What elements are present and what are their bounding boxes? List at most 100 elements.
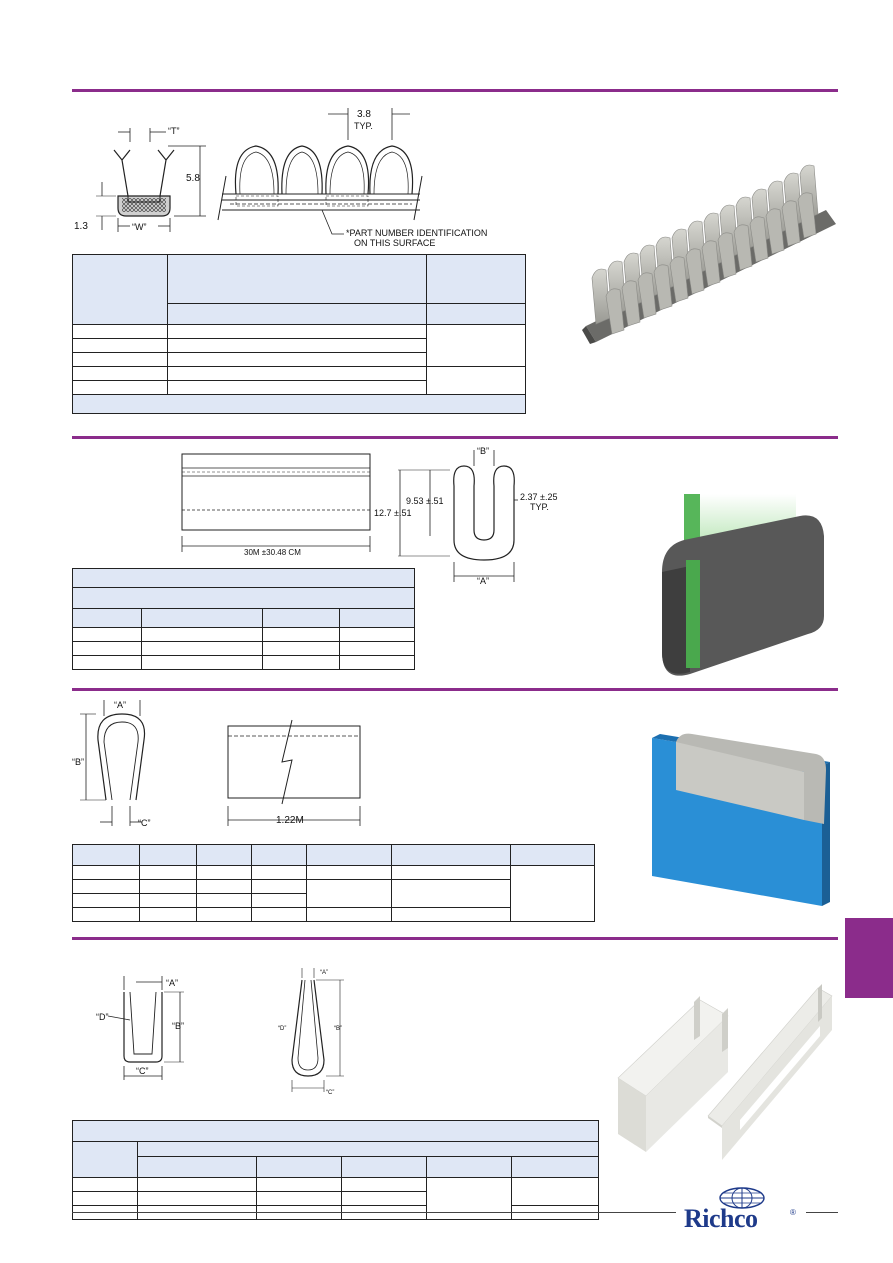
table-cell: [137, 1177, 257, 1192]
dim-pitch-label: 3.8: [357, 109, 371, 120]
table-cell: [262, 608, 340, 628]
dim-height-label: 5.8: [186, 173, 200, 184]
table-cell: [72, 608, 142, 628]
dim-c-label: “C”: [138, 818, 151, 828]
table-cell: [137, 1191, 257, 1206]
table-cell: [72, 324, 168, 339]
table-cell: [137, 1156, 257, 1178]
table-cell: [339, 627, 415, 642]
section-divider-1: [72, 89, 838, 92]
table-cell: [251, 865, 307, 880]
table-cell: [139, 879, 197, 894]
table-cell: [72, 907, 140, 922]
table-cell: [139, 893, 197, 908]
spec-table-4: [72, 1120, 599, 1220]
table-cell: [141, 608, 263, 628]
richco-logo-text: Richco: [684, 1204, 758, 1233]
table-cell: [141, 655, 263, 670]
footer-rule-left: [72, 1212, 676, 1213]
table-cell: [339, 608, 415, 628]
table-cell: [306, 879, 392, 908]
table-cell: [426, 324, 526, 367]
section-divider-3: [72, 688, 838, 691]
dim-a-small-label: “A”: [320, 970, 328, 976]
table-cell: [391, 907, 511, 922]
table-cell: [510, 865, 595, 922]
dim-b-label: “B”: [172, 1021, 184, 1031]
dim-d-small-label: “D”: [278, 1026, 287, 1032]
table-cell: [72, 352, 168, 367]
dim-t-label: “T”: [168, 126, 180, 136]
dim-b-small-label: “B”: [334, 1026, 342, 1032]
table-cell: [167, 254, 427, 304]
table-cell: [426, 254, 526, 304]
dim-outer-height-label: 12.7 ±.51: [374, 508, 412, 518]
part-id-note-2: ON THIS SURFACE: [354, 238, 436, 248]
table-cell: [72, 627, 142, 642]
dim-c-small-label: “C”: [326, 1090, 335, 1096]
dim-length-label: 30M ±30.48 CM: [244, 548, 301, 557]
section-divider-4: [72, 937, 838, 940]
table-cell: [72, 254, 168, 325]
table-cell: [167, 380, 427, 395]
dim-inner-height-label: 9.53 ±.51: [406, 496, 444, 506]
table-cell: [72, 1141, 138, 1178]
table-cell: [341, 1156, 427, 1178]
spec-table-3: [72, 844, 595, 922]
dim-a-label: “A”: [166, 978, 178, 988]
dim-pitch-typ-label: TYP.: [354, 121, 373, 131]
table-cell: [510, 844, 595, 866]
dim-b-label: “B”: [72, 757, 84, 767]
table-cell: [72, 380, 168, 395]
table-cell: [339, 655, 415, 670]
dim-length-label: 1.22M: [276, 815, 304, 826]
dim-b-label: “B”: [477, 446, 489, 456]
table-cell: [196, 865, 252, 880]
dim-w-label: “W”: [132, 222, 147, 232]
footer-rule-right: [806, 1212, 838, 1213]
section-side-tab: [845, 918, 893, 998]
table-cell: [426, 366, 526, 395]
table-cell: [72, 394, 526, 414]
table-cell: [251, 907, 307, 922]
table-cell: [167, 324, 427, 339]
dim-d-label: “D”: [96, 1012, 109, 1022]
table-cell: [306, 844, 392, 866]
registered-mark: ®: [790, 1208, 796, 1217]
table-cell: [72, 587, 415, 609]
dim-base-label: 1.3: [74, 221, 88, 232]
table-cell: [72, 1120, 599, 1142]
section-divider-2: [72, 436, 838, 439]
table-cell: [72, 893, 140, 908]
dim-a-label: “A”: [477, 576, 489, 586]
table-cell: [196, 893, 252, 908]
table-cell: [196, 907, 252, 922]
table-cell: [139, 865, 197, 880]
table-cell: [262, 655, 340, 670]
table-cell: [306, 907, 392, 922]
table-cell: [391, 844, 511, 866]
spec-table-2: [72, 568, 415, 670]
table-cell: [262, 627, 340, 642]
dim-wall-typ-label: TYP.: [530, 502, 549, 512]
table-cell: [196, 844, 252, 866]
table-cell: [256, 1191, 342, 1206]
table-cell: [72, 655, 142, 670]
table-cell: [72, 568, 415, 588]
part-id-note-1: *PART NUMBER IDENTIFICATION: [346, 228, 488, 238]
dim-a-label: “A”: [114, 700, 126, 710]
dim-wall-label: 2.37 ±.25: [520, 492, 558, 502]
spec-table-1: [72, 254, 526, 414]
table-cell: [391, 865, 511, 880]
table-cell: [256, 1177, 342, 1192]
table-cell: [167, 303, 427, 325]
table-cell: [139, 844, 197, 866]
table-cell: [426, 303, 526, 325]
dim-c-label: “C”: [136, 1066, 149, 1076]
